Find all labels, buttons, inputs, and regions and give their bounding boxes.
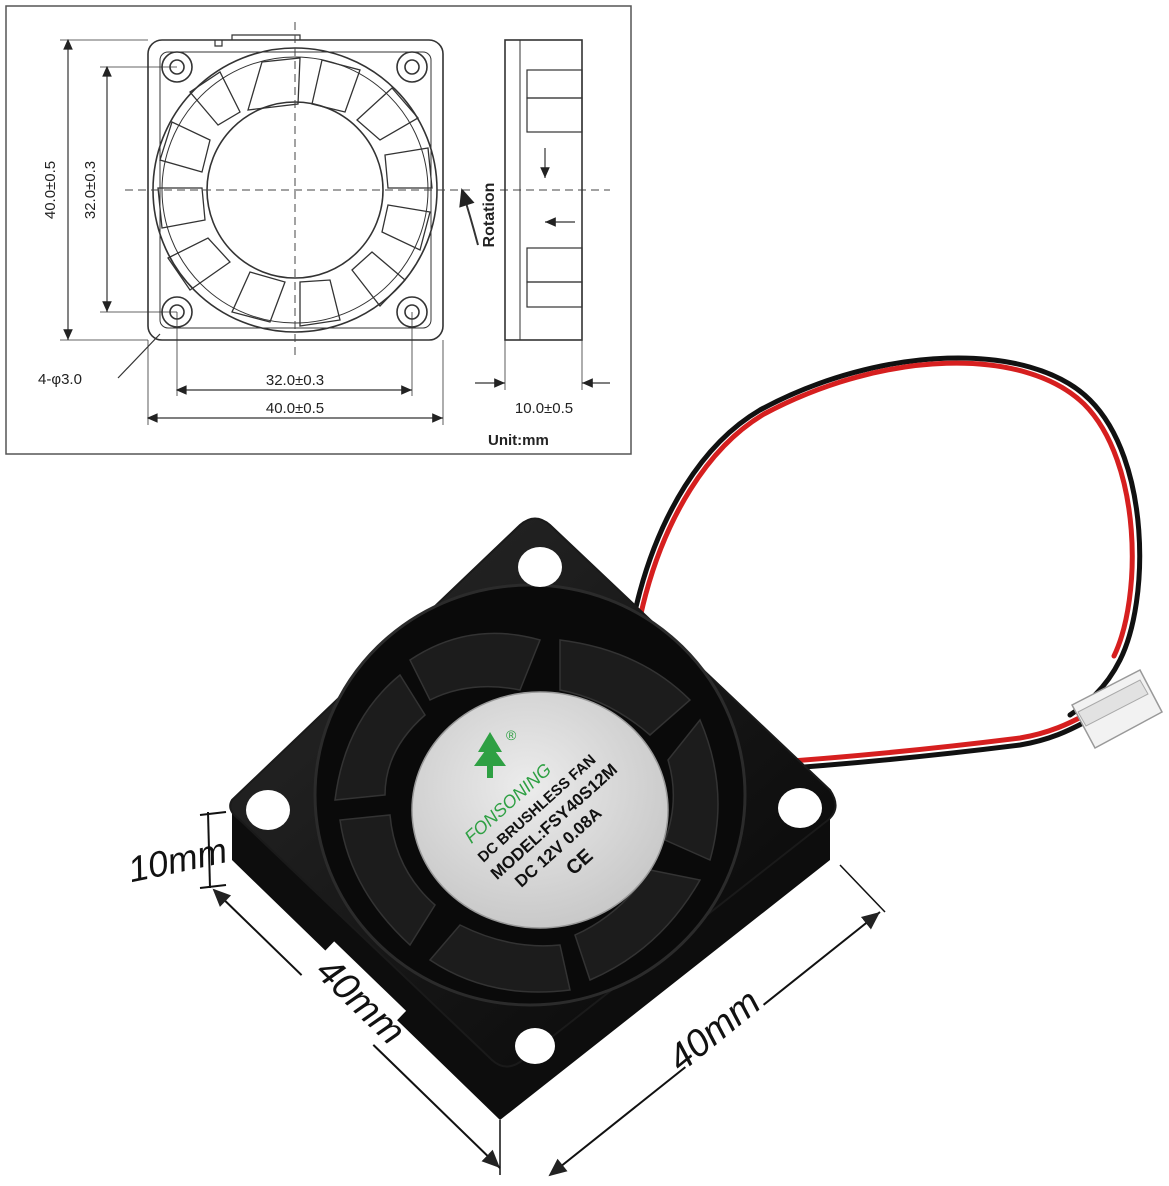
brand-logo-icon: [474, 732, 506, 778]
dim-inner-height: 32.0±0.3: [82, 161, 99, 219]
thickness-dimension-label: 10mm: [124, 829, 230, 890]
dim-outer-height: 40.0±0.5: [42, 161, 59, 219]
dimension-lines: [60, 38, 610, 425]
mounting-hole: [515, 1028, 555, 1064]
dim-outer-width: 40.0±0.5: [266, 400, 324, 417]
mounting-hole: [778, 788, 822, 828]
hole-spec: 4-φ3.0: [38, 371, 82, 388]
centerlines: [125, 22, 610, 360]
jst-connector: [1070, 668, 1164, 750]
dim-inner-width: 32.0±0.3: [266, 372, 324, 389]
mounting-hole: [246, 790, 290, 830]
fan-label-sticker: ® FONSONING DC BRUSHLESS FAN MODEL:FSY40…: [411, 691, 669, 929]
unit-label: Unit:mm: [488, 432, 549, 449]
rotation-label: Rotation: [481, 183, 498, 248]
registered-mark: ®: [506, 727, 517, 743]
dim-thickness: 10.0±0.5: [515, 400, 573, 417]
mounting-hole: [518, 547, 562, 587]
fan-photo: ® FONSONING DC BRUSHLESS FAN MODEL:FSY40…: [124, 355, 1164, 1177]
side-view: [459, 39, 583, 341]
technical-drawing: 40.0±0.5 32.0±0.3 32.0±0.3 40.0±0.5 4-φ3…: [5, 5, 632, 455]
